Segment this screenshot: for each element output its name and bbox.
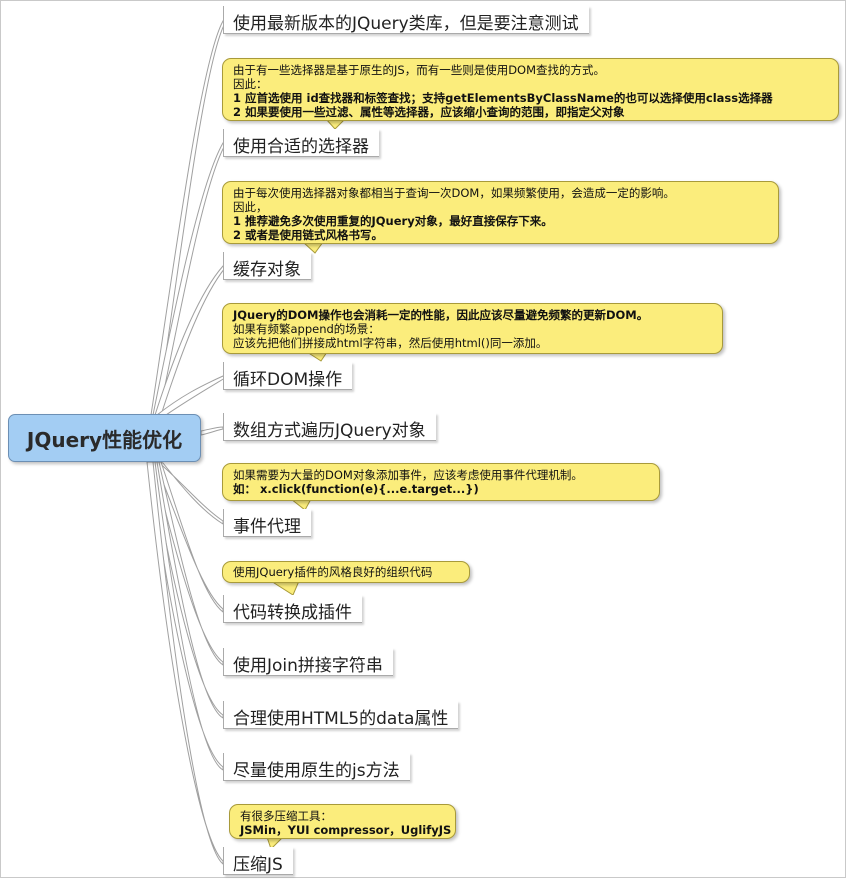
topic-compress-js[interactable]: 压缩JS [223,847,293,875]
note-line: 因此： [233,77,268,91]
note-cache: 由于每次使用选择器对象都相当于查询一次DOM，如果频繁使用，会造成一定的影响。 … [222,181,779,244]
topic-event-delegate[interactable]: 事件代理 [223,509,311,537]
note-plugin: 使用JQuery插件的风格良好的组织代码 [222,561,470,583]
note-line: 1 应首选使用 id查找器和标签查找；支持getElementsByClassN… [233,91,773,105]
note-loop-dom: JQuery的DOM操作也会消耗一定的性能，因此应该尽量避免频繁的更新DOM。 … [222,303,723,354]
note-event-delegate: 如果需要为大量的DOM对象添加事件，应该考虑使用事件代理机制。 如： x.cli… [222,463,660,501]
topic-plugin[interactable]: 代码转换成插件 [223,595,362,623]
note-line: 应该先把他们拼接成html字符串，然后使用html()同一添加。 [233,336,548,350]
root-topic[interactable]: JQuery性能优化 [8,414,201,462]
note-line: 使用JQuery插件的风格良好的组织代码 [233,565,433,579]
connector-5 [200,426,224,436]
note-line: 1 推荐避免多次使用重复的JQuery对象，最好直接保存下来。 [233,214,553,228]
connector-1 [150,20,226,416]
note-line: 如果需要为大量的DOM对象添加事件，应该考虑使用事件代理机制。 [233,468,583,482]
topic-join-string[interactable]: 使用Join拼接字符串 [223,648,393,676]
note-line: 由于有一些选择器是基于原生的JS，而有一些则是使用DOM查找的方式。 [233,63,606,77]
note-line: 因此， [233,200,268,214]
note-tail-plugin [269,580,300,596]
note-line: JQuery的DOM操作也会消耗一定的性能，因此应该尽量避免频繁的更新DOM。 [233,308,649,322]
topic-latest-version[interactable]: 使用最新版本的JQuery类库，但是要注意测试 [223,6,589,34]
note-line: 有很多压缩工具： [240,809,332,823]
note-selector: 由于有一些选择器是基于原生的JS，而有一些则是使用DOM查找的方式。 因此： 1… [222,58,839,121]
note-line: 如果有频繁append的场景： [233,322,380,336]
topic-html5-data[interactable]: 合理使用HTML5的data属性 [223,701,459,729]
note-line: 由于每次使用选择器对象都相当于查询一次DOM，如果频繁使用，会造成一定的影响。 [233,186,675,200]
note-line: 2 或者是使用链式风格书写。 [233,228,384,242]
note-compress: 有很多压缩工具： JSMin，YUI compressor，UglifyJS [229,804,456,839]
topic-cache-object[interactable]: 缓存对象 [223,252,311,280]
note-line: 2 如果要使用一些过滤、属性等选择器，应该缩小查询的范围，即指定父对象 [233,105,625,119]
note-line: JSMin，YUI compressor，UglifyJS [240,823,452,837]
topic-loop-dom[interactable]: 循环DOM操作 [223,362,353,390]
note-line: 如： x.click(function(e){...e.target...}) [233,482,479,496]
topic-array-iterate[interactable]: 数组方式遍历JQuery对象 [223,413,436,441]
topic-selector[interactable]: 使用合适的选择器 [223,129,379,157]
topic-native-js[interactable]: 尽量使用原生的js方法 [223,753,410,781]
